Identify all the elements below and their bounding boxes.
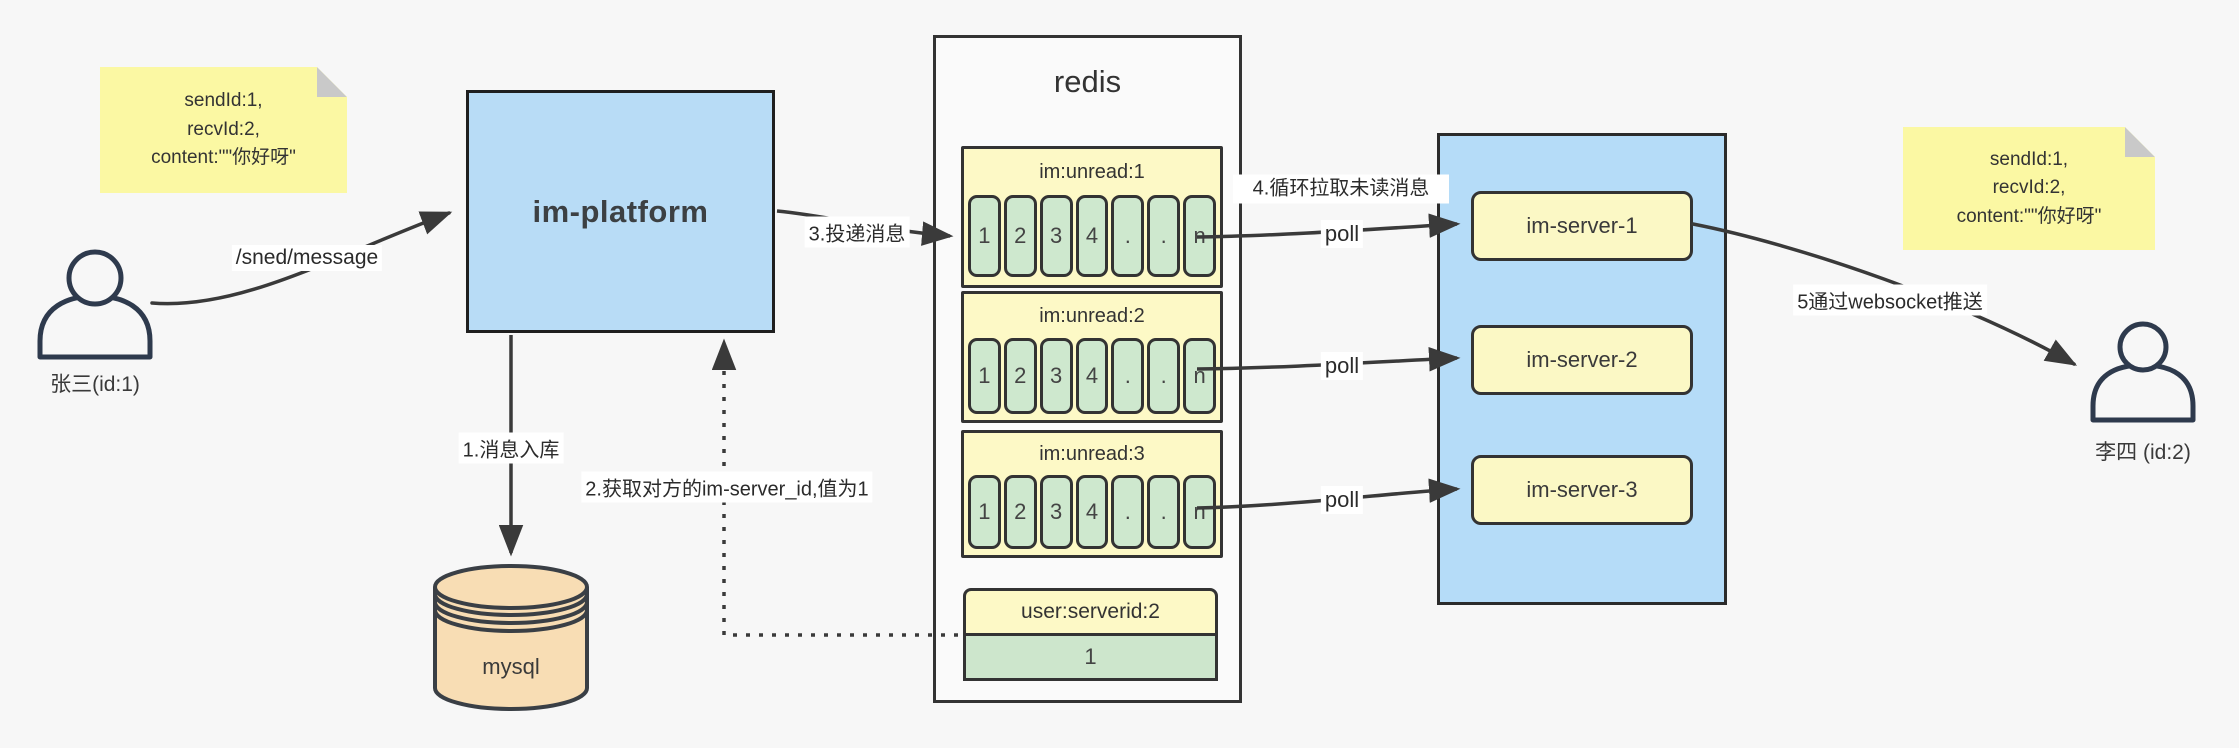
queue-name: im:unread:1 [1039, 160, 1145, 183]
user-serverid-key: user:serverid:2 [963, 588, 1218, 636]
step3-label: 3.投递消息 [804, 216, 910, 248]
note-fold-corner-icon [317, 67, 347, 97]
queue-cell: . [1111, 338, 1145, 414]
receiver-user-icon [2090, 321, 2196, 423]
queue-cell: n [1183, 195, 1217, 277]
im-server-2-box: im-server-2 [1471, 325, 1693, 395]
queue-name: im:unread:3 [1039, 442, 1145, 465]
sender-label: 张三(id:1) [50, 373, 140, 396]
queue-im-unread-2: im:unread:2 1 2 3 4 . . n [961, 291, 1223, 423]
queue-cells: 1 2 3 4 . . n [964, 475, 1220, 549]
note-fold-corner-icon [2125, 127, 2155, 157]
queue-cell: 2 [1003, 475, 1037, 549]
sender-user-icon [37, 249, 153, 360]
im-platform-box: im-platform [466, 90, 775, 333]
queue-cells: 1 2 3 4 . . n [964, 195, 1220, 277]
queue-cell: 2 [1003, 338, 1037, 414]
queue-cell: 3 [1039, 475, 1073, 549]
queue-im-unread-3: im:unread:3 1 2 3 4 . . n [961, 430, 1223, 558]
mysql-label: mysql [482, 654, 540, 679]
queue-cell: 2 [1003, 195, 1037, 277]
queue-cells: 1 2 3 4 . . n [964, 338, 1220, 414]
mysql-database-icon [433, 564, 589, 711]
queue-cell: 4 [1075, 475, 1109, 549]
send-message-label: /sned/message [231, 245, 383, 271]
user-serverid-value: 1 [963, 636, 1218, 681]
note-text: sendId:1, recvId:2, content:""你好呀" [1956, 148, 2102, 227]
queue-cell: . [1147, 195, 1181, 277]
step2-label: 2.获取对方的im-server_id,值为1 [581, 471, 873, 503]
queue-cell: . [1147, 475, 1181, 549]
queue-cell: 4 [1075, 338, 1109, 414]
queue-cell: n [1183, 338, 1217, 414]
im-server-3-box: im-server-3 [1471, 455, 1693, 525]
queue-cell: 1 [968, 195, 1001, 277]
step1-label: 1.消息入库 [458, 432, 564, 464]
user-serverid-box: user:serverid:2 1 [963, 588, 1218, 681]
step4-label: 4.循环拉取未读消息 [1233, 174, 1449, 204]
step5-label: 5通过websocket推送 [1793, 284, 1987, 316]
poll-label-2: poll [1320, 352, 1364, 380]
queue-name: im:unread:2 [1039, 304, 1145, 327]
message-note-left: sendId:1, recvId:2, content:""你好呀" [100, 67, 347, 193]
poll-label-3: poll [1320, 486, 1364, 514]
message-note-right: sendId:1, recvId:2, content:""你好呀" [1903, 127, 2155, 250]
queue-cell: n [1183, 475, 1217, 549]
redis-title: redis [1053, 64, 1122, 99]
queue-cell: . [1111, 475, 1145, 549]
receiver-label: 李四 (id:2) [2095, 441, 2191, 464]
queue-cell: 1 [968, 475, 1001, 549]
im-server-cluster: im-server-1 im-server-2 im-server-3 [1437, 133, 1727, 605]
queue-im-unread-1: im:unread:1 1 2 3 4 . . n [961, 146, 1223, 288]
im-platform-label: im-platform [532, 193, 709, 229]
queue-cell: . [1111, 195, 1145, 277]
queue-cell: 3 [1039, 195, 1073, 277]
poll-label-1: poll [1320, 220, 1364, 248]
queue-cell: 4 [1075, 195, 1109, 277]
queue-cell: 1 [968, 338, 1001, 414]
redis-container: redis im:unread:1 1 2 3 4 . . n im:unrea… [933, 35, 1242, 703]
queue-cell: 3 [1039, 338, 1073, 414]
note-text: sendId:1, recvId:2, content:""你好呀" [151, 90, 296, 169]
im-server-1-box: im-server-1 [1471, 191, 1693, 261]
queue-cell: . [1147, 338, 1181, 414]
